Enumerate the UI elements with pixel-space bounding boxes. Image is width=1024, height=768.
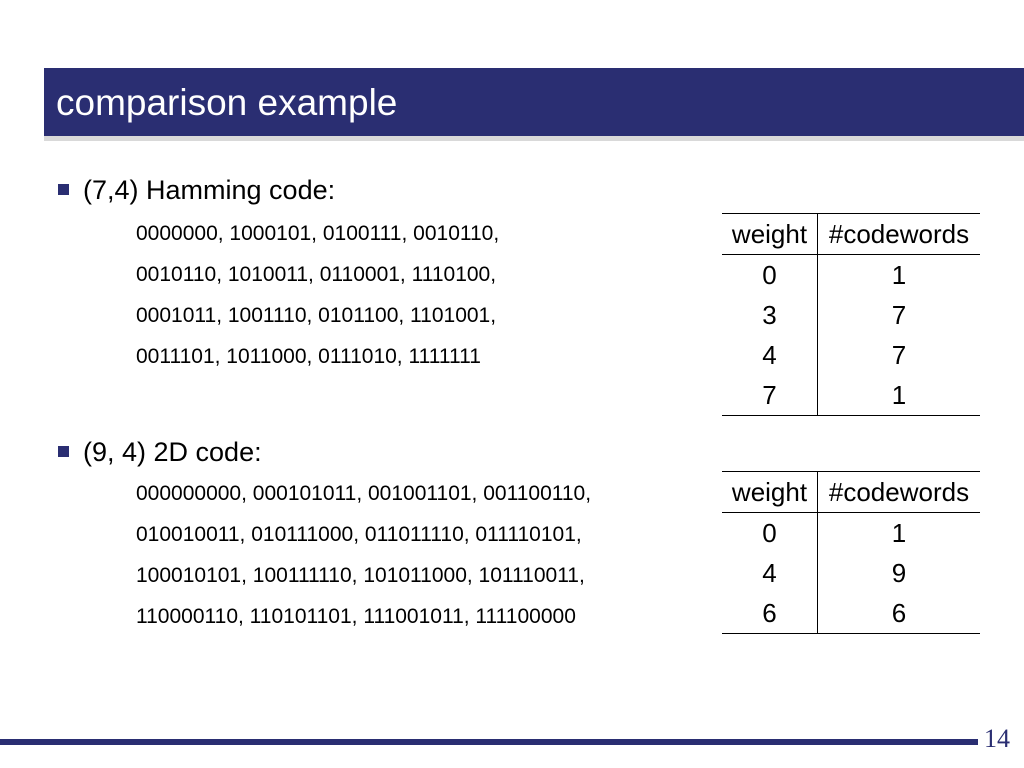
code2d-codeword-line: 100010101, 100111110, 101011000, 1011100…: [136, 564, 585, 587]
table-row: 4 7: [722, 335, 980, 375]
weight-cell: 4: [722, 553, 818, 593]
square-bullet-icon: [58, 446, 69, 458]
slide-title: comparison example: [56, 82, 398, 123]
weight-cell: 0: [722, 512, 818, 553]
code2d-codeword-line: 000000000, 000101011, 001001101, 0011001…: [136, 482, 592, 505]
square-bullet-icon: [58, 184, 69, 196]
weight-cell: 4: [722, 335, 818, 375]
bullet-2d-code: (9, 4) 2D code:: [58, 436, 262, 468]
header-codewords: #codewords: [817, 213, 980, 255]
title-bar: comparison example: [44, 68, 1024, 136]
count-cell: 1: [817, 375, 980, 416]
hamming-heading: (7,4) Hamming code:: [83, 175, 336, 205]
count-cell: 7: [891, 300, 907, 330]
header-weight: weight: [722, 213, 818, 255]
bullet-hamming: (7,4) Hamming code:: [58, 174, 335, 206]
weight-cell: 6: [722, 593, 818, 634]
hamming-codeword-line: 0011101, 1011000, 0111010, 1111111: [136, 345, 481, 368]
table-row: 0 1: [722, 512, 980, 553]
hamming-codeword-line: 0001011, 1001110, 0101100, 1101001,: [136, 304, 497, 327]
count-cell: 1: [891, 518, 907, 548]
weight-cell: 3: [722, 295, 818, 335]
hamming-codeword-line: 0010110, 1010011, 0110001, 1110100,: [136, 263, 497, 286]
table-row: 4 9: [722, 553, 980, 593]
hamming-codeword-line: 0000000, 1000101, 0100111, 0010110,: [136, 222, 500, 245]
table-row: 7 1: [722, 375, 980, 416]
title-shadow: [44, 136, 1024, 141]
code2d-codeword-line: 010010011, 010111000, 011011110, 0111101…: [136, 523, 582, 546]
table-row: 0 1: [722, 254, 980, 295]
hamming-weight-table: weight #codewords 0 1 3 7 4 7 7 1: [722, 213, 980, 416]
page-number: 14: [984, 724, 1010, 753]
table-row: 3 7: [722, 295, 980, 335]
count-cell: 9: [891, 558, 907, 588]
table-header-row: weight #codewords: [722, 213, 980, 255]
code2d-codeword-line: 110000110, 110101101, 111001011, 1111000…: [136, 605, 576, 628]
header-weight: weight: [722, 471, 818, 513]
code2d-heading: (9, 4) 2D code:: [83, 437, 262, 467]
count-cell: 6: [817, 593, 980, 634]
table-header-row: weight #codewords: [722, 471, 980, 513]
count-cell: 1: [891, 260, 907, 290]
footer-line: [0, 739, 978, 745]
header-codewords: #codewords: [817, 471, 980, 513]
weight-cell: 0: [722, 254, 818, 295]
weight-cell: 7: [722, 375, 818, 416]
count-cell: 7: [891, 340, 907, 370]
table-row: 6 6: [722, 593, 980, 634]
code2d-weight-table: weight #codewords 0 1 4 9 6 6: [722, 471, 980, 634]
